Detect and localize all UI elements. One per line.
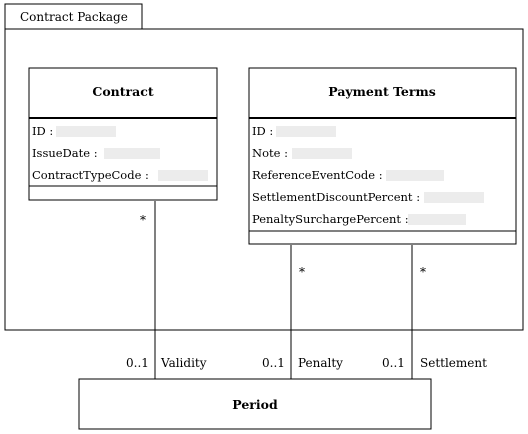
redacted-value — [56, 126, 116, 137]
redacted-value — [424, 192, 484, 203]
association-lines — [154, 201, 413, 379]
contract-attribute: ContractTypeCode : — [32, 168, 149, 182]
contract-attribute: ID : — [32, 124, 53, 138]
redacted-value — [158, 170, 208, 181]
settlement-source-multiplicity: * — [420, 265, 426, 279]
class-contract: Contract ID : IssueDate : ContractTypeCo… — [28, 67, 218, 201]
package-name: Contract Package — [20, 10, 128, 24]
redacted-value — [276, 126, 336, 137]
class-payment-terms: Payment Terms ID : Note : ReferenceEvent… — [248, 67, 517, 245]
validity-source-multiplicity: * — [140, 213, 146, 227]
redacted-value — [292, 148, 352, 159]
payment-terms-attribute: ID : — [252, 124, 273, 138]
payment-terms-attribute: PenaltySurchargePercent : — [252, 212, 409, 226]
class-period: Period — [78, 378, 432, 430]
package-tab: Contract Package — [4, 3, 143, 30]
settlement-target-multiplicity: 0..1 — [382, 356, 405, 370]
redacted-value — [386, 170, 444, 181]
association-labels: * 0..1 Validity * 0..1 Penalty * 0..1 Se… — [126, 213, 487, 370]
validity-role-name: Validity — [160, 356, 207, 370]
penalty-role-name: Penalty — [298, 356, 343, 370]
payment-terms-attribute: Note : — [252, 146, 288, 160]
penalty-source-multiplicity: * — [299, 265, 305, 279]
class-contract-name: Contract — [92, 84, 153, 99]
class-payment-terms-name: Payment Terms — [328, 84, 436, 99]
contract-attribute: IssueDate : — [32, 146, 98, 160]
settlement-role-name: Settlement — [420, 356, 487, 370]
validity-target-multiplicity: 0..1 — [126, 356, 149, 370]
payment-terms-attribute: ReferenceEventCode : — [252, 168, 383, 182]
redacted-value — [104, 148, 160, 159]
redacted-value — [408, 214, 466, 225]
class-period-name: Period — [232, 397, 278, 412]
penalty-target-multiplicity: 0..1 — [262, 356, 285, 370]
payment-terms-attribute: SettlementDiscountPercent : — [252, 190, 420, 204]
